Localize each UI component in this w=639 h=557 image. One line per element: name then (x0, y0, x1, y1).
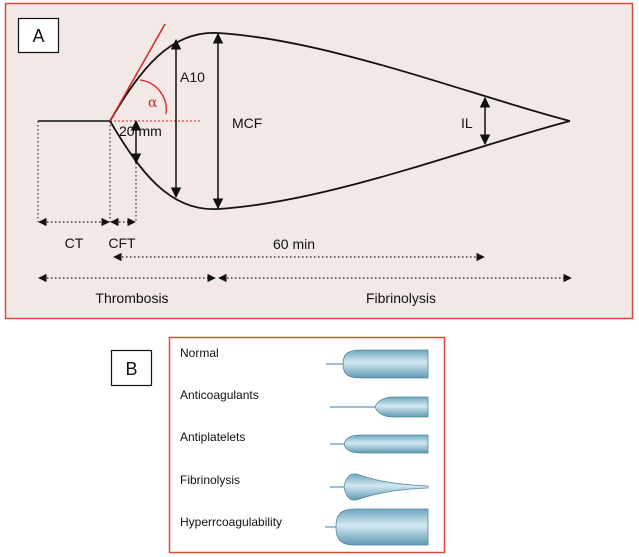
pattern-shape-antiplatelets (330, 434, 429, 454)
alpha-arc (139, 79, 167, 115)
tangent-line (109, 23, 166, 122)
pattern-label-hypercoagulability: Hyperrcoagulability (180, 515, 282, 529)
pattern-label-anticoagulants: Anticoagulants (180, 388, 259, 402)
pattern-shape-anticoagulants (330, 396, 429, 418)
pattern-label-normal: Normal (180, 346, 219, 360)
pattern-shape-hypercoagulability (325, 508, 429, 546)
pattern-label-fibrinolysis: Fibrinolysis (180, 473, 240, 487)
sixty-min-label: 60 min (273, 236, 315, 252)
cft-label: CFT (108, 235, 136, 251)
thrombosis-label: Thrombosis (95, 290, 168, 306)
panel-a-label: A (32, 26, 44, 46)
fibrinolysis-label: Fibrinolysis (366, 290, 436, 306)
panel-b-label: B (125, 359, 137, 379)
twenty-mm-label: 20 mm (119, 123, 162, 139)
pattern-shape-fibrinolysis (330, 473, 429, 501)
il-label: IL (461, 115, 473, 131)
teg-lower-curve (109, 120, 571, 210)
panel-a-frame (4, 2, 634, 320)
teg-upper-curve (109, 32, 571, 122)
pattern-shape-normal (326, 349, 429, 379)
panel-b-label-box (110, 349, 153, 387)
pattern-label-antiplatelets: Antiplatelets (180, 430, 245, 444)
panel-a-label-box (17, 17, 60, 54)
ct-label: CT (65, 235, 84, 251)
a10-label: A10 (180, 69, 205, 85)
alpha-label: α (148, 95, 158, 111)
mcf-label: MCF (232, 115, 262, 131)
